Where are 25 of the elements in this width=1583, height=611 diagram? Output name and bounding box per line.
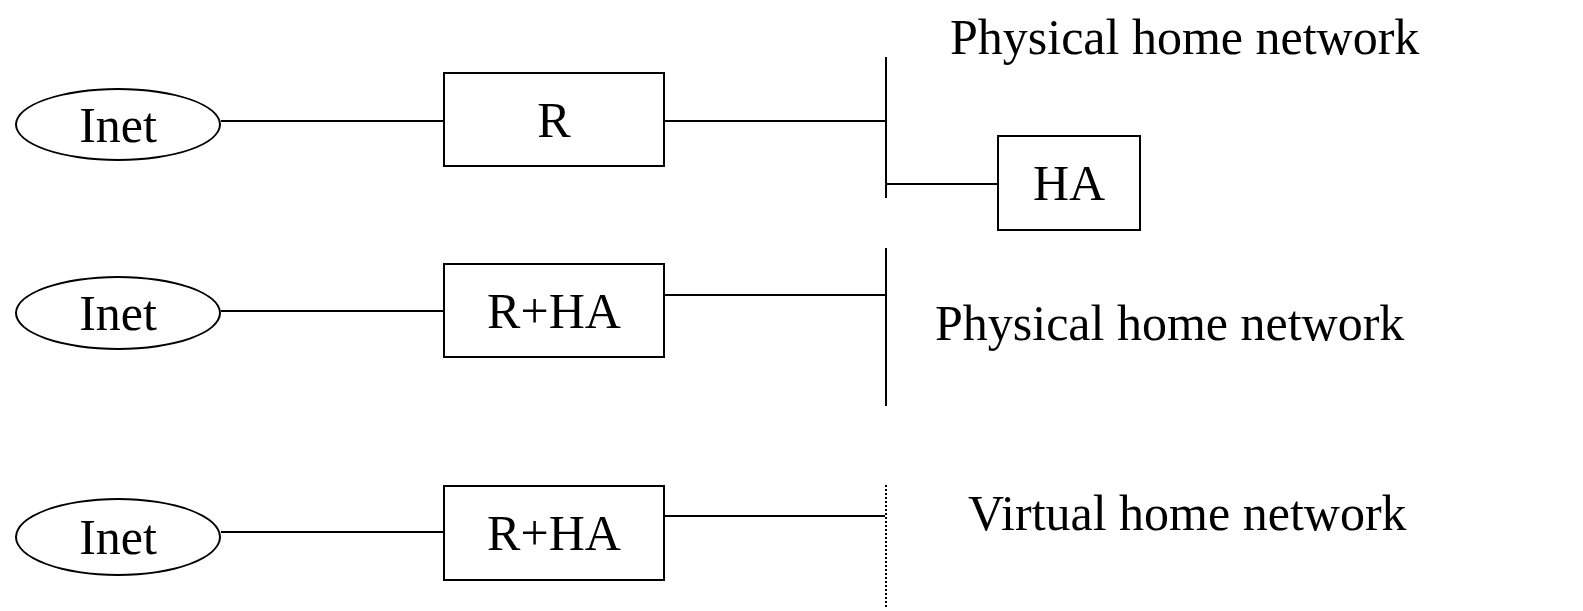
node-label: Inet (79, 288, 157, 338)
network-bus-line (885, 57, 887, 198)
connector-line (220, 531, 444, 533)
network-bus-line (885, 485, 887, 607)
connector-line (664, 515, 886, 517)
router-box (443, 485, 665, 581)
connector-line (886, 183, 998, 185)
router-box (443, 263, 665, 358)
router-box (997, 135, 1141, 231)
connector-line (220, 120, 444, 122)
router-box (443, 72, 665, 167)
connector-line (220, 310, 444, 312)
node-label: R+HA (487, 508, 621, 558)
node-label: Inet (79, 512, 157, 562)
connector-line (664, 294, 886, 296)
node-label: R+HA (487, 285, 621, 336)
internet-ellipse (15, 88, 221, 161)
network-label: Virtual home network (968, 488, 1407, 538)
node-label: R (537, 94, 571, 145)
internet-ellipse (15, 498, 221, 576)
internet-ellipse (15, 276, 221, 350)
connector-line (664, 120, 886, 122)
node-label: HA (1032, 158, 1106, 208)
network-bus-line (885, 248, 887, 406)
node-label: Inet (79, 99, 157, 150)
